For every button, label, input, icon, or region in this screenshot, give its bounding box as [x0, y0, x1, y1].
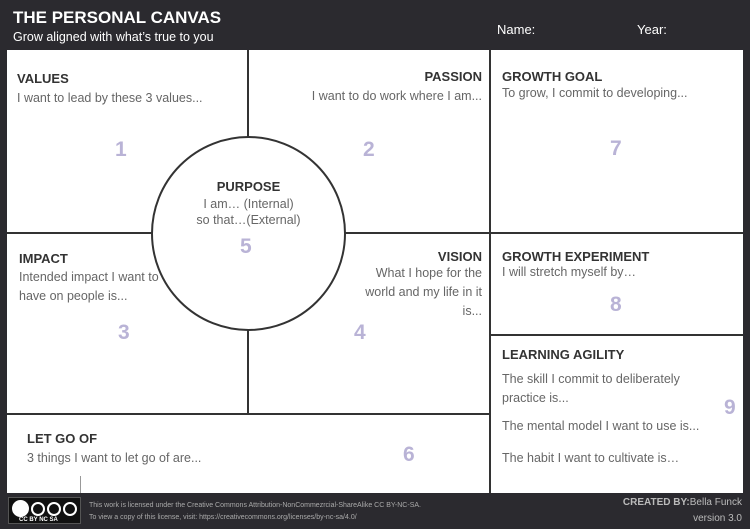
values-number: 1: [115, 138, 127, 161]
sa-icon: [63, 502, 77, 516]
vision-heading: VISION: [437, 249, 482, 264]
learning-agility-heading: LEARNING AGILITY: [502, 347, 625, 362]
growth-goal-number: 7: [610, 137, 622, 160]
cc-icon: [12, 500, 29, 517]
canvas-board: [7, 50, 743, 493]
vision-prompt[interactable]: What I hope for the world and my life in…: [365, 266, 482, 318]
divider: [7, 413, 490, 415]
impact-number: 3: [118, 321, 130, 344]
purpose-heading: PURPOSE: [216, 179, 281, 194]
divider: [490, 334, 743, 336]
cc-license-badge: CC BY NC SA: [8, 497, 81, 524]
license-line-1: This work is licensed under the Creative…: [89, 502, 421, 509]
divider: [489, 50, 491, 493]
page-title: THE PERSONAL CANVAS: [13, 8, 222, 27]
divider: [490, 232, 743, 234]
let-go-number: 6: [403, 443, 415, 466]
purpose-prompt-internal[interactable]: I am… (Internal): [203, 197, 294, 211]
growth-goal-heading: GROWTH GOAL: [502, 69, 603, 84]
created-by: CREATED BY:Bella Funck: [623, 497, 742, 509]
passion-heading: PASSION: [424, 69, 482, 84]
passion-number: 2: [363, 138, 375, 161]
skill-prompt[interactable]: The skill I commit to deliberately pract…: [502, 372, 680, 405]
impact-prompt[interactable]: Intended impact I want to have on people…: [19, 270, 159, 303]
version: version 3.0: [693, 513, 742, 524]
by-icon: [31, 502, 45, 516]
habit-prompt[interactable]: The habit I want to cultivate is…: [502, 451, 680, 465]
page-subtitle: Grow aligned with what’s true to you: [13, 30, 214, 44]
passion-prompt[interactable]: I want to do work where I am...: [311, 89, 482, 103]
impact-heading: IMPACT: [19, 251, 68, 266]
let-go-heading: LET GO OF: [27, 431, 98, 446]
growth-experiment-number: 8: [610, 293, 622, 316]
license-line-2[interactable]: To view a copy of this license, visit: h…: [89, 514, 357, 521]
growth-experiment-heading: GROWTH EXPERIMENT: [502, 249, 650, 264]
growth-experiment-prompt[interactable]: I will stretch myself by…: [502, 265, 637, 279]
values-prompt[interactable]: I want to lead by these 3 values...: [17, 91, 203, 105]
author-name: Bella Funck: [689, 497, 742, 508]
purpose-circle: [151, 136, 346, 331]
vision-number: 4: [354, 321, 366, 344]
nc-icon: [47, 502, 61, 516]
purpose-number: 5: [240, 235, 252, 258]
values-heading: VALUES: [17, 71, 69, 86]
cc-badge-text: CC BY NC SA: [19, 517, 58, 523]
let-go-prompt[interactable]: 3 things I want to let go of are...: [27, 451, 202, 465]
name-label: Name:: [497, 22, 536, 37]
learning-agility-number: 9: [724, 396, 736, 419]
growth-goal-prompt[interactable]: To grow, I commit to developing...: [502, 86, 688, 100]
mental-model-prompt[interactable]: The mental model I want to use is...: [502, 419, 700, 433]
divider: [80, 476, 81, 493]
purpose-prompt-external[interactable]: so that…(External): [196, 213, 301, 227]
year-label: Year:: [637, 22, 667, 37]
created-by-label: CREATED BY:: [622, 497, 690, 508]
